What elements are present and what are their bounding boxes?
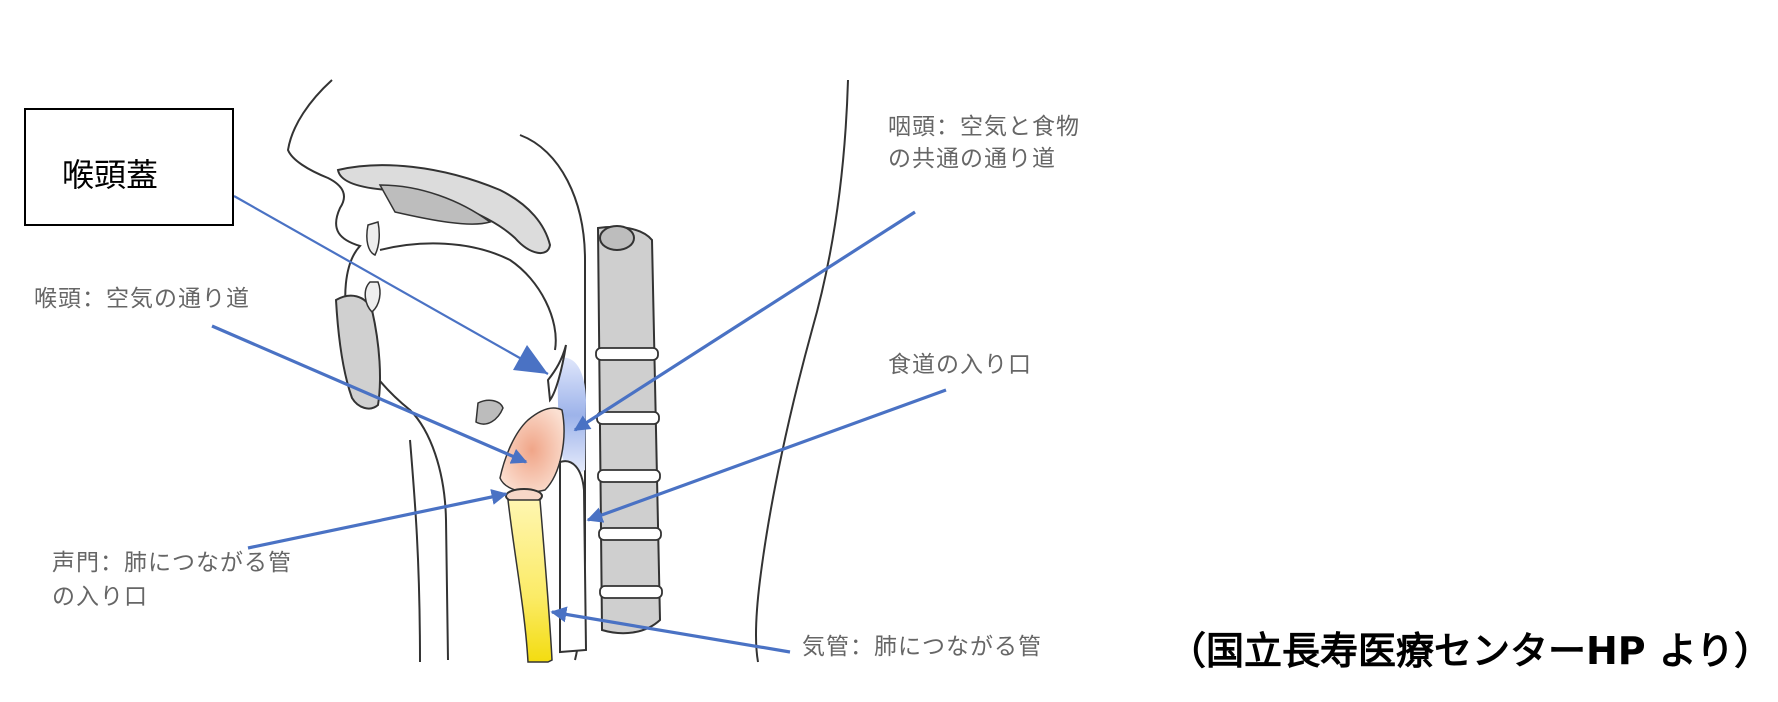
trachea <box>507 499 553 663</box>
glottis-label-line2: の入り口 <box>52 584 148 610</box>
pointer-arrows <box>211 195 947 654</box>
upper-jaw-bone <box>378 184 492 225</box>
neck-front-outline <box>409 439 421 663</box>
larynx-region <box>499 407 565 493</box>
larynx-label: 喉頭：空気の通り道 <box>34 286 250 312</box>
pharynx-label-line2: の共通の通り道 <box>888 146 1056 172</box>
arrow-trachea <box>550 606 791 654</box>
arrow-glottis <box>247 489 508 550</box>
pharynx-label-line1: 咽頭：空気と食物 <box>888 114 1080 140</box>
vertebra-discs <box>595 347 663 599</box>
arrow-pharynx <box>573 210 916 432</box>
atlas-vertebra <box>599 225 635 251</box>
epiglottis-label: 喉頭蓋 <box>62 156 159 194</box>
esophagus <box>559 460 588 654</box>
arrow-larynx <box>211 324 528 464</box>
epiglottis <box>546 344 567 403</box>
arrow-epiglottis <box>233 195 549 375</box>
epiglottis-label-box: 喉頭蓋 <box>24 108 234 226</box>
oral-cavity <box>379 242 557 351</box>
trachea-label: 気管：肺につながる管 <box>802 634 1042 660</box>
glottis-label-line1: 声門：肺につながる管 <box>52 550 292 576</box>
spine-body <box>596 225 662 635</box>
mandible <box>334 294 381 410</box>
arrow-epiglottis-head <box>513 345 548 374</box>
teeth-upper <box>366 221 380 256</box>
source-credit: （国立長寿医療センターHP より） <box>1168 629 1773 673</box>
neck-back-outline <box>754 79 849 663</box>
esophagus-label: 食道の入り口 <box>888 352 1032 378</box>
pharynx-region <box>557 357 586 474</box>
hyoid-bone <box>475 399 504 425</box>
arrow-esophagus <box>586 388 947 523</box>
teeth-lower <box>364 281 381 314</box>
